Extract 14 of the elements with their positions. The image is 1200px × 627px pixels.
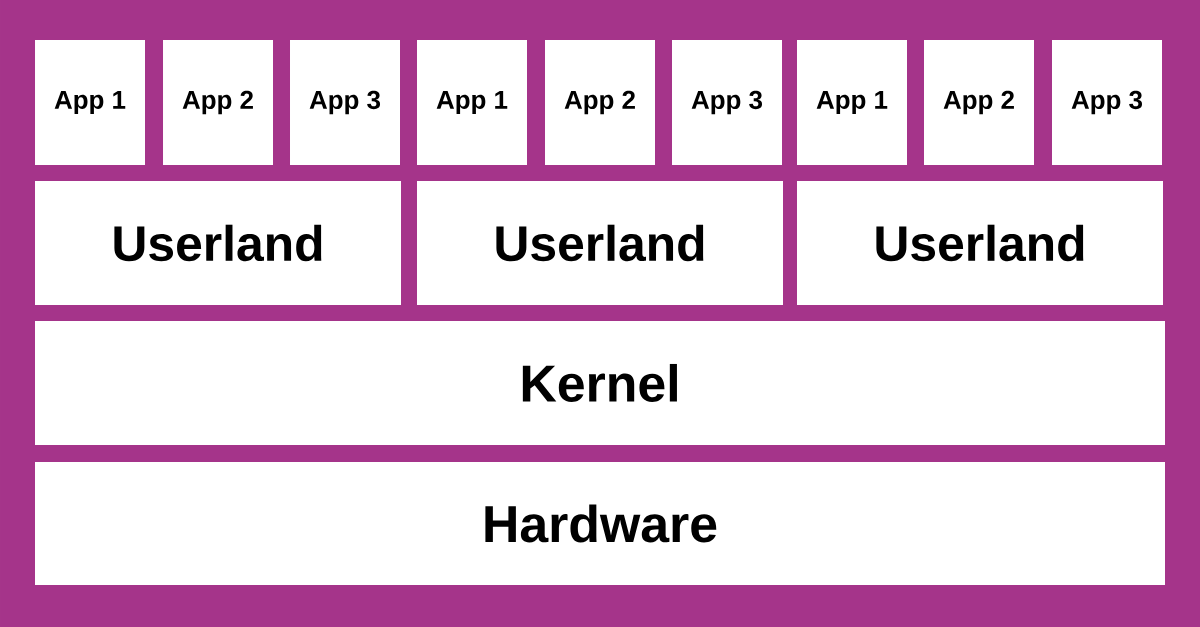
userland-box: Userland	[35, 181, 401, 305]
app-box: App 1	[417, 40, 527, 165]
app-box: App 2	[163, 40, 273, 165]
app-box: App 3	[1052, 40, 1162, 165]
app-box: App 3	[672, 40, 782, 165]
app-box: App 1	[797, 40, 907, 165]
app-box: App 3	[290, 40, 400, 165]
kernel-box: Kernel	[35, 321, 1165, 445]
app-box: App 1	[35, 40, 145, 165]
hardware-box: Hardware	[35, 462, 1165, 585]
app-box: App 2	[545, 40, 655, 165]
userland-box: Userland	[797, 181, 1163, 305]
app-box: App 2	[924, 40, 1034, 165]
userland-box: Userland	[417, 181, 783, 305]
